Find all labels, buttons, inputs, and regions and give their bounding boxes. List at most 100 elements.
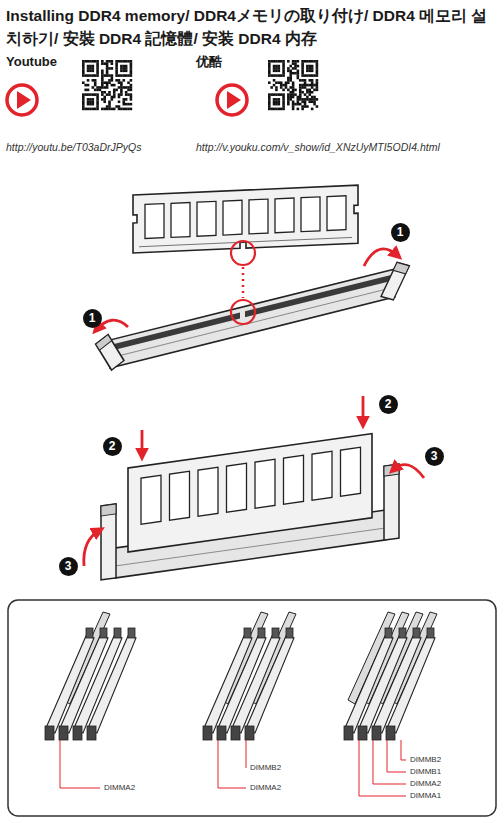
qr-code [82, 60, 132, 110]
qr-module [130, 98, 133, 101]
qr-module [308, 74, 311, 77]
qr-module [287, 98, 290, 101]
qr-module [273, 103, 276, 106]
qr-module [125, 70, 128, 73]
qr-module [304, 74, 307, 77]
qr-module [103, 108, 106, 111]
slot-latch [45, 726, 54, 740]
slot-latch [413, 628, 420, 638]
qr-module [292, 60, 295, 63]
qr-module [87, 79, 90, 82]
qr-module [87, 67, 90, 70]
qr-module [275, 67, 278, 70]
qr-module [115, 60, 118, 63]
qr-module [96, 67, 99, 70]
qr-module [101, 108, 104, 111]
qr-module [96, 72, 99, 75]
qr-module [111, 108, 114, 111]
qr-module [280, 93, 283, 96]
qr-module [311, 91, 314, 94]
qr-module [118, 79, 121, 82]
qr-module [101, 77, 104, 80]
qr-module [316, 74, 319, 77]
qr-module [287, 79, 290, 82]
qr-module [297, 108, 300, 111]
qr-module [125, 65, 128, 68]
qr-module [125, 108, 128, 111]
qr-module [287, 60, 290, 63]
qr-module [92, 93, 95, 96]
memory-module [128, 434, 372, 552]
qr-module [294, 103, 297, 106]
qr-module [130, 65, 133, 68]
qr-module [106, 65, 109, 68]
qr-module [120, 89, 123, 92]
callout-number: 1 [391, 223, 410, 242]
qr-module [304, 98, 307, 101]
qr-module [118, 100, 121, 103]
qr-module [127, 81, 130, 84]
qr-module [127, 86, 130, 89]
qr-module [268, 108, 271, 111]
video-url: http://youtu.be/T03aDrJPyQs [6, 141, 141, 153]
qr-module [308, 91, 311, 94]
qr-module [122, 60, 125, 63]
qr-module [92, 65, 95, 68]
memory-chip [223, 200, 242, 235]
qr-module [127, 108, 130, 111]
qr-module [280, 60, 283, 63]
qr-module [106, 86, 109, 89]
qr-module [299, 84, 302, 87]
close-arrow [393, 465, 424, 478]
qr-module [308, 60, 311, 63]
callout-number: 2 [379, 395, 398, 414]
qr-module [111, 60, 114, 63]
qr-module [96, 62, 99, 65]
qr-module [304, 100, 307, 103]
qr-module [282, 67, 285, 70]
dimm-slot [96, 259, 410, 374]
qr-module [87, 108, 90, 111]
qr-module [130, 108, 133, 111]
memory-chip [170, 471, 190, 520]
qr-module [96, 103, 99, 106]
qr-module [270, 60, 273, 63]
slot-latch [272, 628, 279, 638]
qr-module [118, 86, 121, 89]
qr-module [125, 74, 128, 77]
qr-module [103, 98, 106, 101]
qr-module [82, 67, 85, 70]
qr-module [294, 93, 297, 96]
qr-module [313, 100, 316, 103]
qr-module [87, 70, 90, 73]
qr-module [297, 60, 300, 63]
qr-module [120, 81, 123, 84]
qr-module [103, 81, 106, 84]
slot-latch [59, 726, 68, 740]
qr-module [311, 100, 314, 103]
qr-module [297, 103, 300, 106]
qr-module [289, 86, 292, 89]
qr-module [287, 103, 290, 106]
qr-module [118, 81, 121, 84]
qr-module [306, 74, 309, 77]
qr-module [115, 62, 118, 65]
qr-module [103, 96, 106, 99]
qr-module [301, 72, 304, 75]
qr-module [87, 84, 90, 87]
qr-module [118, 60, 121, 63]
qr-module [308, 93, 311, 96]
slot-latch [386, 726, 395, 740]
qr-module [130, 96, 133, 99]
qr-module [282, 98, 285, 101]
slot-label: DIMMB2 [249, 763, 282, 772]
qr-module [297, 100, 300, 103]
qr-module [111, 98, 114, 101]
qr-module [278, 100, 281, 103]
qr-module [316, 89, 319, 92]
qr-module [130, 93, 133, 96]
qr-module [282, 89, 285, 92]
qr-module [273, 67, 276, 70]
qr-module [282, 65, 285, 68]
